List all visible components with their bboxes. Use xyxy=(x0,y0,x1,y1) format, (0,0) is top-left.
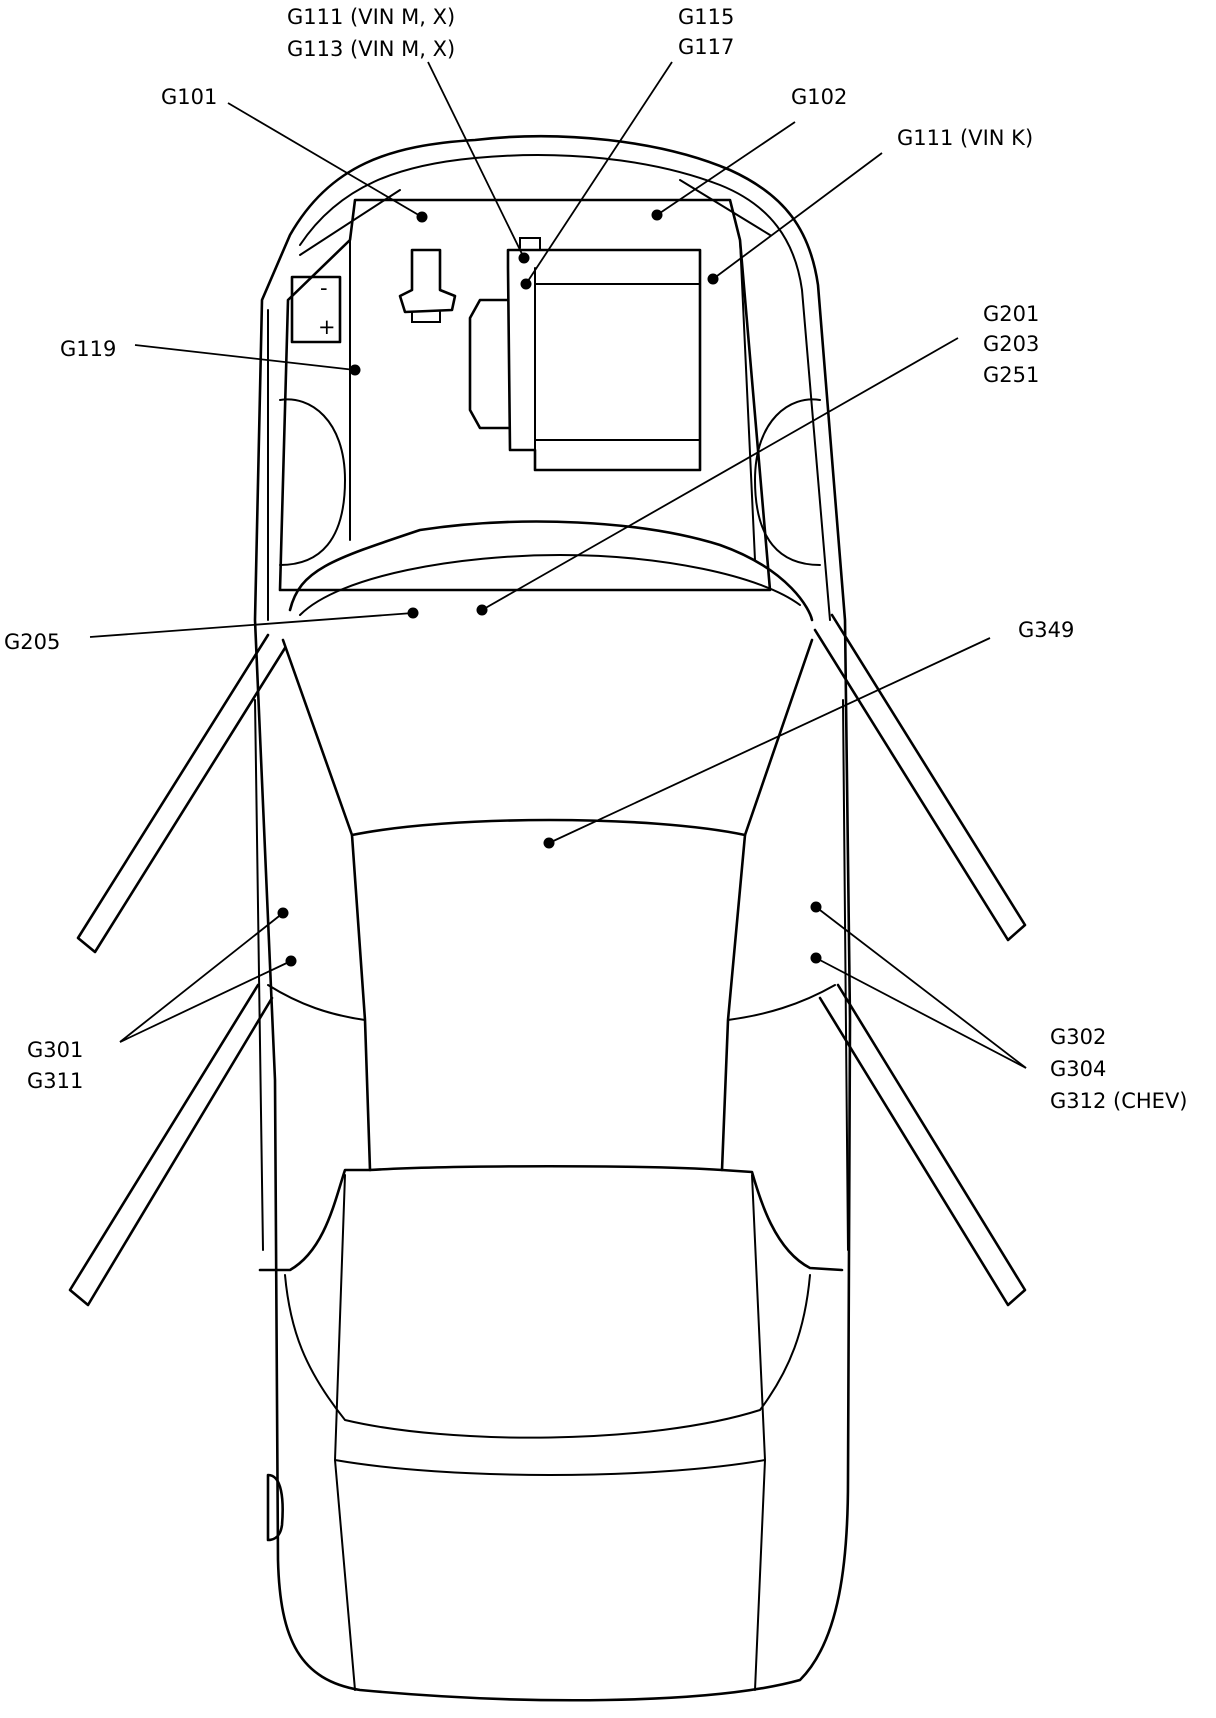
leader-g119 xyxy=(134,344,356,371)
body-inner-line xyxy=(299,154,831,621)
leader-g115-g117 xyxy=(525,61,673,285)
door-line-left xyxy=(254,699,264,1251)
front-right-wheel-arch xyxy=(753,398,821,566)
body-outline xyxy=(253,134,852,1702)
label-g113-vin-mx: G113 (VIN M, X) xyxy=(287,37,455,61)
air-intake xyxy=(468,298,510,430)
battery xyxy=(290,275,342,344)
ground-labels: G111 (VIN M, X) G113 (VIN M, X) G115 G11… xyxy=(4,5,1188,1113)
leader-g311 xyxy=(119,960,292,1043)
leader-g201-group xyxy=(481,337,959,611)
rocker-right xyxy=(727,984,836,1021)
label-g111-vin-mx: G111 (VIN M, X) xyxy=(287,5,455,29)
engine-tab xyxy=(519,237,541,251)
label-g119: G119 xyxy=(60,337,116,361)
label-g102: G102 xyxy=(791,85,847,109)
label-g304: G304 xyxy=(1050,1057,1106,1081)
filler-cap xyxy=(398,248,457,314)
label-g302: G302 xyxy=(1050,1025,1106,1049)
a-pillar-right xyxy=(743,638,814,837)
front-right-door xyxy=(813,613,1027,942)
engine-bay-right-rail xyxy=(739,239,756,561)
cowl xyxy=(288,520,814,622)
roof xyxy=(350,818,747,1172)
trunk-line xyxy=(334,1459,766,1476)
label-g251: G251 xyxy=(983,363,1039,387)
label-g349: G349 xyxy=(1018,618,1074,642)
label-g115: G115 xyxy=(678,5,734,29)
leader-g205 xyxy=(89,612,414,638)
leader-lines xyxy=(89,61,1027,1069)
door-line-right xyxy=(842,699,849,1251)
fuel-door xyxy=(266,1473,284,1542)
label-g301: G301 xyxy=(27,1038,83,1062)
a-pillar-left xyxy=(281,638,354,837)
fender-line-right xyxy=(679,179,771,236)
label-g311: G311 xyxy=(27,1069,83,1093)
doors xyxy=(68,613,1027,1307)
label-g117: G117 xyxy=(678,35,734,59)
rocker-left xyxy=(267,984,366,1021)
rear-left-door xyxy=(68,983,274,1307)
ground-points xyxy=(277,209,822,967)
leader-g302 xyxy=(815,906,1027,1069)
label-g312-chev: G312 (CHEV) xyxy=(1050,1089,1188,1113)
label-g205: G205 xyxy=(4,630,60,654)
label-g111-vin-k: G111 (VIN K) xyxy=(897,126,1033,150)
rear-window-right xyxy=(720,1168,844,1272)
vehicle-outline: - + xyxy=(253,134,852,1702)
windshield-lower xyxy=(299,553,801,616)
leader-g102 xyxy=(656,121,796,216)
battery-plus: + xyxy=(318,315,336,339)
label-g201: G201 xyxy=(983,302,1039,326)
filler-cap-neck xyxy=(411,311,441,323)
rear-deck-outline xyxy=(284,1274,811,1439)
leader-g111-vin-k xyxy=(712,152,883,280)
front-left-wheel-arch xyxy=(279,398,347,566)
leader-g301 xyxy=(119,912,284,1043)
leader-g101 xyxy=(227,102,423,218)
front-left-door xyxy=(76,633,287,954)
battery-minus: - xyxy=(320,276,328,300)
leader-g304 xyxy=(815,957,1027,1069)
c-pillar-right xyxy=(751,1174,767,1691)
label-g203: G203 xyxy=(983,332,1039,356)
leader-g349 xyxy=(548,637,991,844)
leader-g111-g113 xyxy=(427,61,525,259)
label-g101: G101 xyxy=(161,85,217,109)
rear-right-door xyxy=(818,983,1027,1307)
rear-window xyxy=(258,1168,372,1272)
c-pillar-left xyxy=(333,1174,356,1691)
engine-bay xyxy=(278,198,772,592)
